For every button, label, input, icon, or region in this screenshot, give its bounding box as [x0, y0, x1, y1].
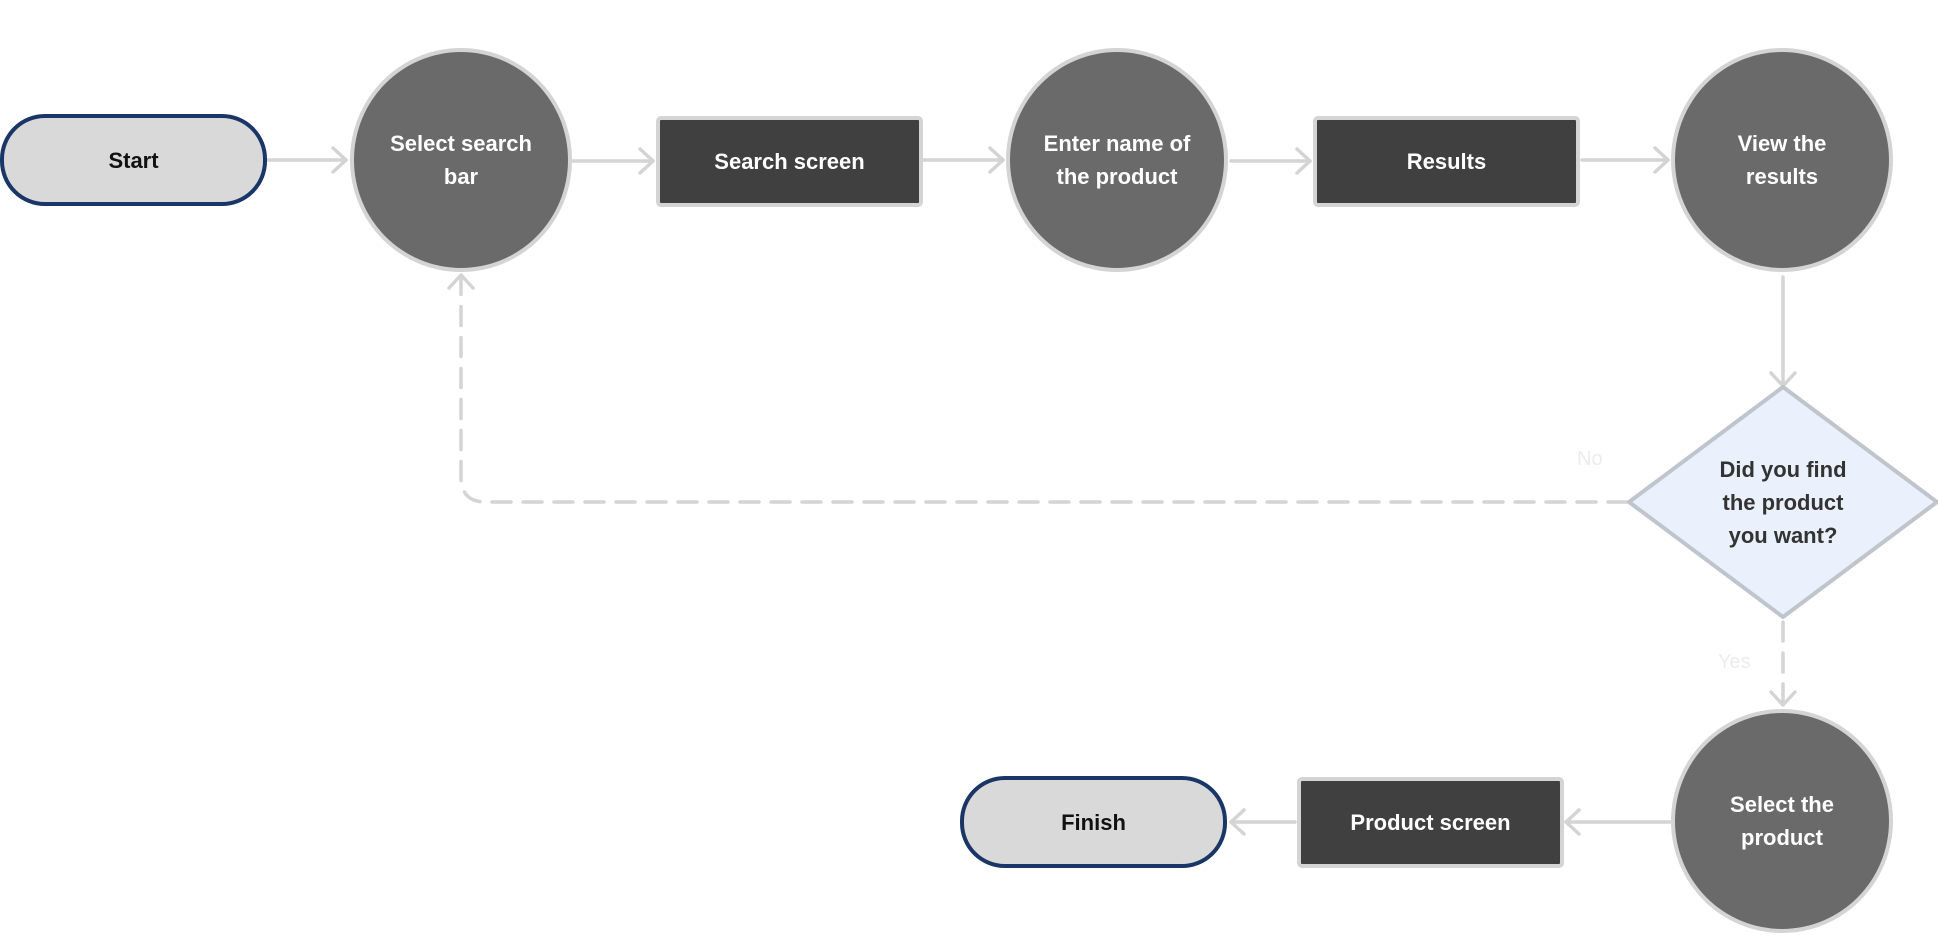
search-screen-node: Search screen [656, 116, 923, 207]
select-product-label: Select the product [1730, 792, 1834, 850]
decision-label: Did you find the product you want? [1719, 456, 1847, 548]
enter-name-label: Enter name of the product [1043, 131, 1191, 189]
select-search-bar-label: Select search bar [390, 131, 532, 189]
start-label: Start [108, 147, 159, 173]
product-screen-label: Product screen [1350, 810, 1511, 835]
enter-name-node: Enter name of the product [1006, 48, 1228, 272]
results-label: Results [1406, 149, 1487, 174]
yes-edge-label: Yes [1718, 651, 1751, 673]
finish-label: Finish [1061, 809, 1126, 835]
start-node: Start [0, 114, 267, 206]
product-screen-node: Product screen [1297, 777, 1564, 868]
select-product-node: Select the product [1671, 709, 1893, 933]
search-screen-label: Search screen [714, 149, 865, 174]
finish-node: Finish [960, 776, 1227, 868]
view-results-node: View the results [1671, 48, 1893, 272]
decision-node: Did you find the product you want? [1700, 449, 1866, 555]
no-edge-label: No [1577, 448, 1603, 470]
edge-decision-no-loop [459, 273, 1629, 504]
select-search-bar-node: Select search bar [350, 48, 572, 272]
view-results-label: View the results [1737, 131, 1827, 189]
decision-diamond [1627, 385, 1938, 619]
results-node: Results [1313, 116, 1580, 207]
